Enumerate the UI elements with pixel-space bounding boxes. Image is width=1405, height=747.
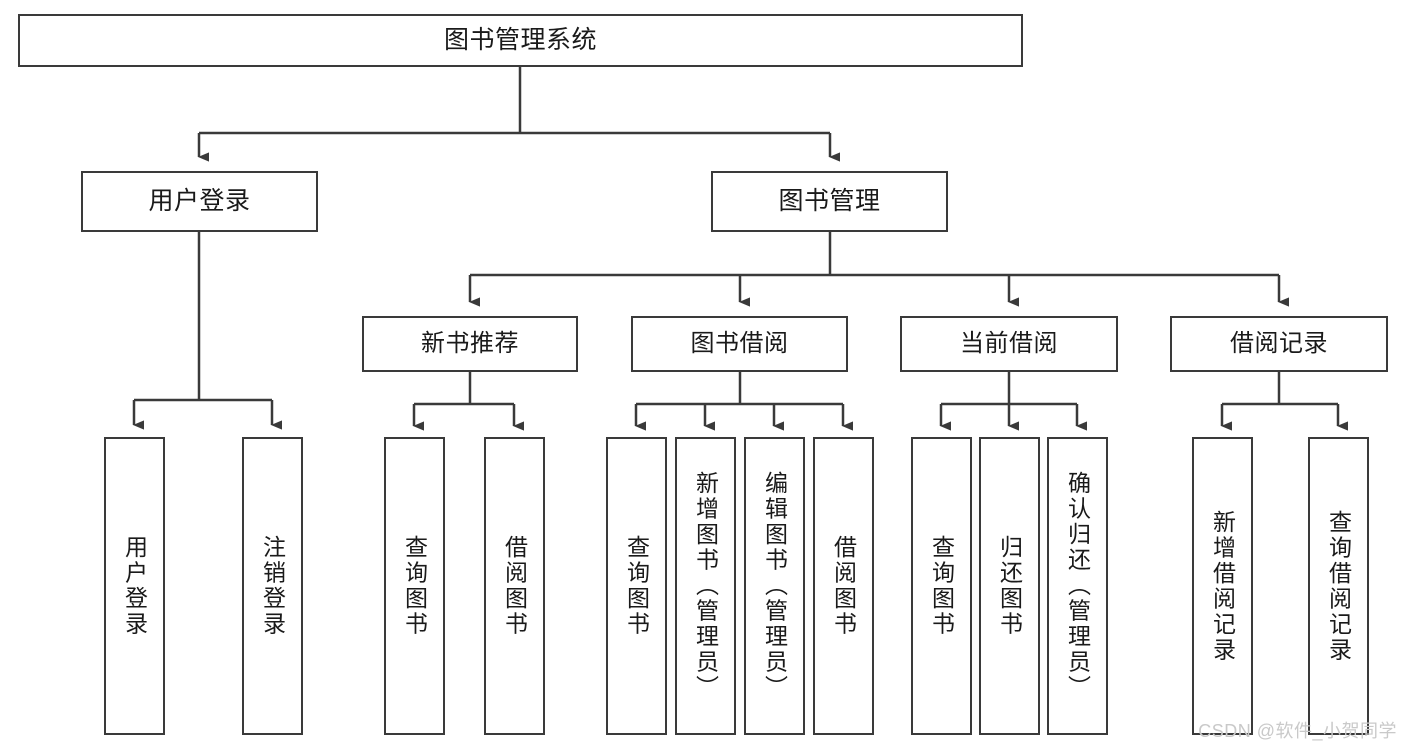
- node-root-system[interactable]: 图书管理系统: [18, 14, 1023, 67]
- node-label: 用户登录: [148, 186, 251, 215]
- node-label: 查询图书: [623, 535, 650, 637]
- node-label: 确认归还（管理员）: [1064, 471, 1091, 701]
- node-label: 查询借阅记录: [1325, 509, 1352, 663]
- node-leaf-add-borrow-record[interactable]: 新增借阅记录: [1192, 437, 1253, 735]
- node-label: 归还图书: [996, 535, 1023, 637]
- node-label: 图书管理: [778, 186, 881, 215]
- node-label: 用户登录: [121, 535, 148, 637]
- node-leaf-query-borrow-record[interactable]: 查询借阅记录: [1308, 437, 1369, 735]
- node-label: 新书推荐: [421, 329, 519, 357]
- node-label: 注销登录: [259, 535, 286, 637]
- node-book-borrow[interactable]: 图书借阅: [631, 316, 848, 372]
- node-leaf-return-book[interactable]: 归还图书: [979, 437, 1040, 735]
- node-leaf-edit-book-admin[interactable]: 编辑图书（管理员）: [744, 437, 805, 735]
- node-label: 图书管理系统: [443, 25, 597, 54]
- csdn-watermark: CSDN @软件_小贺同学: [1198, 721, 1397, 741]
- node-book-management[interactable]: 图书管理: [711, 171, 948, 232]
- node-label: 图书借阅: [690, 329, 789, 357]
- node-label: 查询图书: [928, 535, 955, 637]
- node-leaf-query-book-recommend[interactable]: 查询图书: [384, 437, 445, 735]
- node-leaf-user-login[interactable]: 用户登录: [104, 437, 165, 735]
- node-label: 当前借阅: [960, 329, 1058, 357]
- node-borrow-record[interactable]: 借阅记录: [1170, 316, 1388, 372]
- node-leaf-logout[interactable]: 注销登录: [242, 437, 303, 735]
- node-leaf-query-book-borrow[interactable]: 查询图书: [606, 437, 667, 735]
- node-label: 查询图书: [401, 535, 428, 637]
- node-label: 借阅图书: [830, 535, 857, 637]
- node-leaf-borrow-book[interactable]: 借阅图书: [813, 437, 874, 735]
- node-leaf-borrow-book-recommend[interactable]: 借阅图书: [484, 437, 545, 735]
- node-label: 新增借阅记录: [1209, 509, 1236, 663]
- node-leaf-query-book-current[interactable]: 查询图书: [911, 437, 972, 735]
- node-user-login[interactable]: 用户登录: [81, 171, 318, 232]
- node-label: 新增图书（管理员）: [692, 471, 719, 701]
- node-leaf-confirm-return-admin[interactable]: 确认归还（管理员）: [1047, 437, 1108, 735]
- node-leaf-add-book-admin[interactable]: 新增图书（管理员）: [675, 437, 736, 735]
- node-label: 借阅图书: [501, 535, 528, 637]
- node-label: 借阅记录: [1230, 329, 1328, 357]
- node-label: 编辑图书（管理员）: [761, 471, 788, 701]
- node-current-borrow[interactable]: 当前借阅: [900, 316, 1118, 372]
- node-new-book-recommend[interactable]: 新书推荐: [362, 316, 578, 372]
